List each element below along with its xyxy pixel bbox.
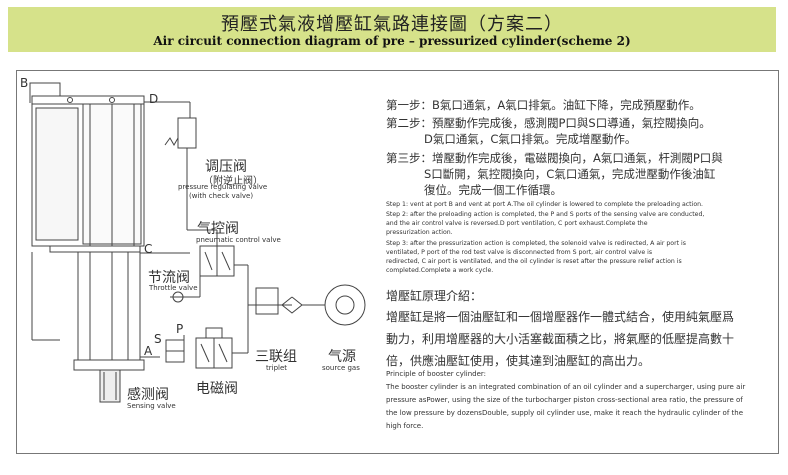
diagram-frame — [16, 70, 779, 454]
step3-cn-line3: 復位。完成一個工作循環。 — [424, 183, 562, 197]
step3-en-line3: redirected, C air port is ventilated, an… — [386, 258, 682, 265]
pressure-valve-en2: (with check valve) — [189, 192, 254, 200]
throttle-valve-label: 节流阀 — [148, 270, 190, 286]
port-b-line — [29, 82, 61, 103]
air-source-inner — [335, 295, 355, 315]
oil-cylinder — [77, 251, 141, 361]
air-source-en: source gas — [322, 364, 360, 372]
step2-cn-line2: D氣口通氣，C氣口排氣。完成增壓動作。 — [424, 132, 637, 146]
pressure-valve-en: pressure regulating valve — [178, 183, 268, 191]
throttle-valve-en: Throttle valve — [149, 284, 198, 292]
pneumatic-valve-label: 气控阀 — [197, 221, 239, 237]
port-b-label: B — [20, 76, 29, 90]
step2-en-line1: Step 2: after the preloading action is c… — [386, 211, 705, 218]
step3-cn-line1: 第三步：增壓動作完成後，電磁閥換向，A氣口通氣，杆測閥P口與 — [386, 151, 723, 165]
pneumatic-valve-en: pneumatic control valve — [196, 236, 281, 244]
triplet-filter — [281, 296, 303, 314]
air-source-outer — [324, 284, 366, 326]
principle-cn-line2: 動力，利用增壓器的大小活塞截面積之比，將氣壓的低壓提高數十 — [386, 332, 735, 346]
triplet-regulator — [255, 287, 279, 315]
sensing-valve-en: Sensing valve — [127, 402, 176, 410]
step2-en-line2: and the air control valve is reversed.D … — [386, 220, 648, 227]
step2-en-line3: pressurization action. — [386, 229, 453, 236]
port-d-label: D — [149, 92, 159, 106]
pressure-valve-body — [177, 117, 197, 149]
port-p-label: P — [176, 322, 184, 336]
step3-en-line2: ventilated, P port of the rod test valve… — [386, 249, 653, 256]
pressure-valve-sublabel: （附逆止阀） — [203, 176, 263, 187]
principle-heading-en: Principle of booster cylinder: — [386, 370, 487, 378]
sensing-valve-label: 感测阀 — [127, 387, 169, 403]
step3-en-line4: completed.Complete a work cycle. — [386, 267, 494, 274]
triplet-en: triplet — [266, 364, 288, 372]
booster-joint — [49, 245, 141, 253]
port-c-label: C — [144, 242, 153, 256]
title-chinese: 預壓式氣液增壓缸氣路連接圖（方案二） — [221, 14, 563, 35]
title-banner: 預壓式氣液增壓缸氣路連接圖（方案二） Air circuit connectio… — [8, 7, 776, 52]
principle-heading-cn: 增壓缸原理介紹： — [386, 289, 483, 303]
booster-chamber-left — [35, 107, 79, 241]
triplet-label: 三联组 — [255, 349, 297, 365]
step3-cn-line2: S口斷開，氣控閥換向，C氣口通氣，完成泄壓動作後油缸 — [424, 167, 716, 181]
air-source-label: 气源 — [328, 349, 356, 365]
principle-en-line1: The booster cylinder is an integrated co… — [386, 383, 746, 391]
step3-en-line1: Step 3: after the pressurization action … — [386, 240, 686, 247]
principle-en-line2: pressure asPower, using the size of the … — [386, 396, 743, 404]
principle-cn-line3: 倍，供應油壓缸使用，使其達到油壓缸的高出力。 — [386, 354, 651, 368]
cylinder-base — [73, 359, 145, 371]
step2-cn-line1: 第二步：預壓動作完成後，感測閥P口與S口導通，氣控閥換向。 — [386, 116, 711, 130]
title-english: Air circuit connection diagram of pre – … — [153, 34, 631, 48]
step1-cn: 第一步：B氣口通氣，A氣口排氣。油缸下降，完成預壓動作。 — [386, 98, 701, 112]
port-s-label: S — [154, 332, 162, 346]
piston-rod — [99, 369, 121, 403]
step1-en: Step 1: vent at port B and vent at port … — [386, 201, 703, 208]
port-a-label: A — [144, 344, 153, 358]
principle-cn-line1: 增壓缸是將一個油壓缸和一個增壓器作一體式結合，使用純氣壓爲 — [386, 310, 735, 324]
solenoid-valve-label: 电磁阀 — [196, 381, 238, 397]
principle-en-line3: the low pressure by dozensDouble, supply… — [386, 409, 744, 417]
pressure-valve-label: 调压阀 — [205, 159, 247, 175]
principle-en-line4: high force. — [386, 422, 424, 430]
